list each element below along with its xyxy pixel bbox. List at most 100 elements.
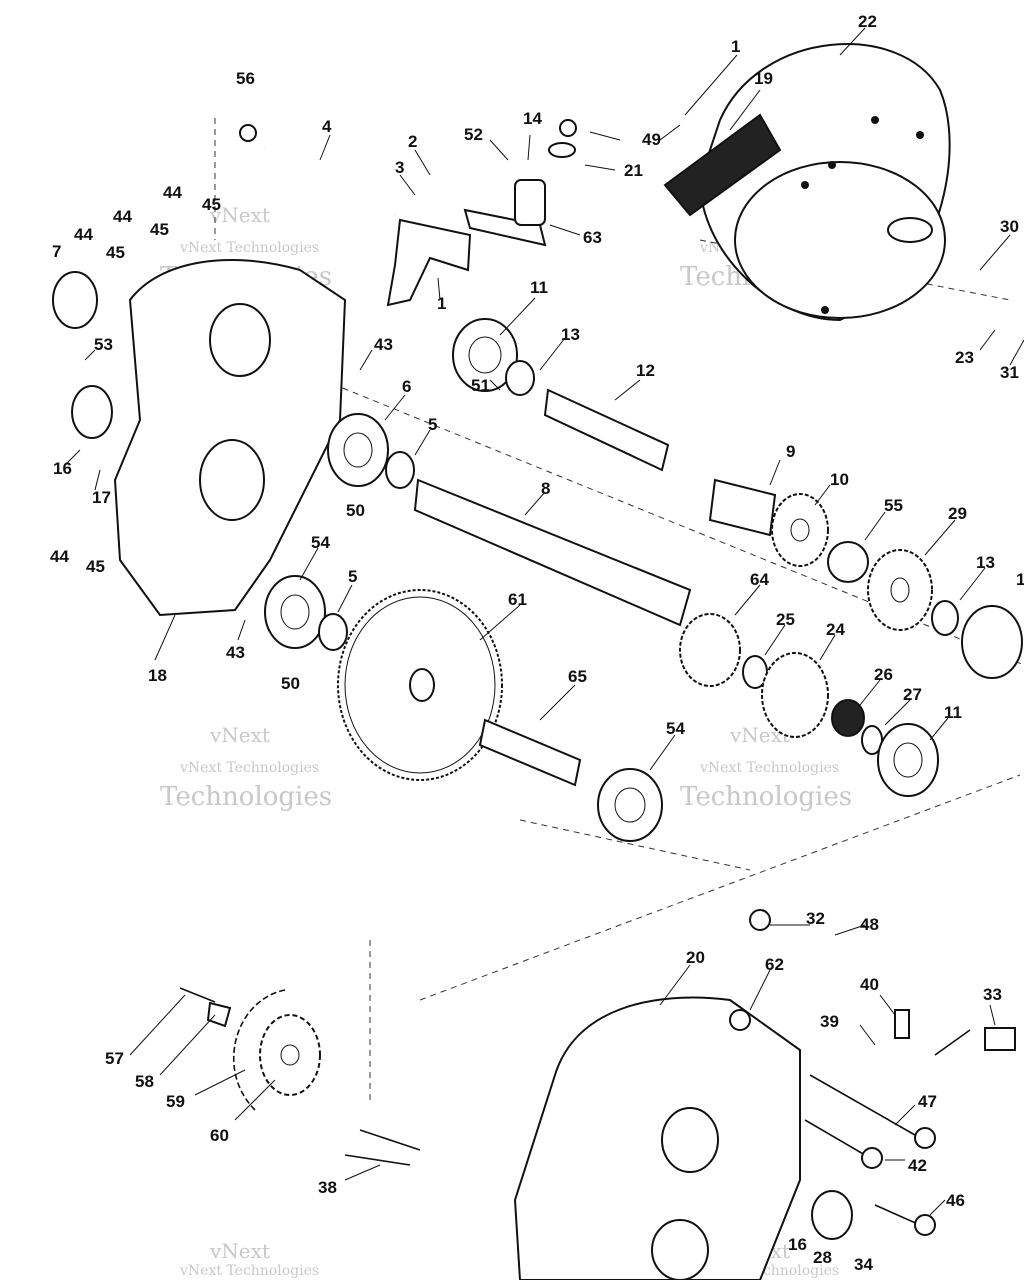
callout-label: 3 (395, 158, 404, 177)
callout-label: 51 (471, 376, 490, 395)
callout-label: 27 (903, 685, 922, 704)
callout-labels: 1 2 3 4 56 52 14 21 49 19 22 63 1 30 23 … (50, 12, 1024, 1274)
callout-label: 60 (210, 1126, 229, 1145)
callout-label: 46 (946, 1191, 965, 1210)
callout-label: 22 (858, 12, 877, 31)
gear-10 (771, 493, 829, 567)
shaft-65 (478, 718, 582, 787)
callout-label: 13 (561, 325, 580, 344)
callout-label: 65 (568, 667, 587, 686)
watermark-mid-left: vNext vNext Technologies Technologies (160, 723, 332, 812)
callout-label: 26 (874, 665, 893, 684)
callout-label: 61 (508, 590, 527, 609)
watermark-mid-right: vNext vNext Technologies Technologies (680, 723, 852, 812)
callout-label: 53 (94, 335, 113, 354)
callout-label: 52 (464, 125, 483, 144)
callout-label: 55 (884, 496, 903, 515)
callout-label: 38 (318, 1178, 337, 1197)
callout-label: 16 (788, 1235, 807, 1254)
bearing-54-bottom (597, 768, 663, 842)
watermark-bottom-left: vNext vNext Technologies (179, 1239, 319, 1279)
watermark-name: Technologies (160, 782, 332, 812)
left-housing (52, 259, 347, 617)
bushing-9 (708, 478, 777, 537)
callout-label: 47 (918, 1092, 937, 1111)
bearing-54-left (264, 575, 348, 651)
watermark-brand: vNext (209, 723, 270, 747)
callout-label: 45 (150, 220, 169, 239)
leader-lines (64, 27, 1024, 1216)
gear-64 (679, 613, 741, 687)
seal-28 (811, 1190, 853, 1240)
drive-belt (663, 113, 782, 217)
callout-label: 56 (236, 69, 255, 88)
callout-label: 12 (636, 361, 655, 380)
watermark-brand: vNext (209, 1239, 270, 1263)
callout-label: 48 (860, 915, 879, 934)
watermark-full: vNext Technologies (179, 1263, 319, 1279)
callout-label: 18 (148, 666, 167, 685)
callout-label: 19 (754, 69, 773, 88)
callout-label: 50 (281, 674, 300, 693)
right-housing (513, 909, 801, 1280)
callout-label: 4 (322, 117, 332, 136)
bearing-11-bottom (877, 723, 939, 797)
callout-label: 57 (105, 1049, 124, 1068)
callout-label: 1 (437, 294, 446, 313)
callout-label: 44 (74, 225, 93, 244)
callout-label: 63 (583, 228, 602, 247)
callout-label: 14 (523, 109, 542, 128)
gear-29 (867, 549, 933, 631)
callout-label: 17 (92, 488, 111, 507)
main-shaft-8 (413, 478, 692, 627)
callout-label: 45 (106, 243, 125, 262)
callout-label: 9 (786, 442, 795, 461)
bearing-right-edge (961, 605, 1023, 679)
callout-label: 33 (983, 985, 1002, 1004)
callout-label: 39 (820, 1012, 839, 1031)
callout-label: 54 (311, 533, 330, 552)
needle-bearing-26 (831, 699, 865, 737)
fitting-40-33 (894, 1009, 1016, 1056)
callout-label: 43 (226, 643, 245, 662)
watermark-brand: vNext (209, 203, 270, 227)
callout-label: 40 (860, 975, 879, 994)
washer-13-right (931, 600, 959, 636)
callout-label: 16 (53, 459, 72, 478)
callout-label: 5 (348, 567, 357, 586)
callout-label: 58 (135, 1072, 154, 1091)
callout-label: 44 (163, 183, 182, 202)
callout-label: 11 (530, 278, 548, 297)
callout-label: 23 (955, 348, 974, 367)
callout-label: 45 (86, 557, 105, 576)
callout-label: 21 (624, 161, 643, 180)
shaft-12 (543, 388, 670, 472)
callout-label: 64 (750, 570, 769, 589)
callout-label: 30 (1000, 217, 1019, 236)
bearing-6 (327, 413, 415, 489)
callout-label: 49 (642, 130, 661, 149)
bushing-55 (827, 541, 869, 583)
callout-label: 6 (402, 377, 411, 396)
callout-label: 11 (944, 703, 962, 722)
chain-links-38 (344, 1129, 421, 1166)
callout-label: 20 (686, 948, 705, 967)
watermark-name: Technologies (680, 782, 852, 812)
callout-label: 50 (346, 501, 365, 520)
shift-fork (386, 218, 472, 307)
callout-label: 1 (731, 37, 740, 56)
callout-label: 2 (408, 132, 417, 151)
callout-label: 59 (166, 1092, 185, 1111)
callout-label: 5 (428, 415, 437, 434)
chain-sprocket (179, 987, 321, 1111)
callout-label: 25 (776, 610, 795, 629)
callout-label: 62 (765, 955, 784, 974)
watermark-full: vNext Technologies (699, 760, 839, 776)
washer-13-top (505, 360, 535, 396)
bolts-47-42-46 (804, 1074, 936, 1236)
callout-label: 34 (854, 1255, 873, 1274)
bearing-11-top (452, 318, 518, 392)
callout-label: 8 (541, 479, 550, 498)
gear-24 (761, 652, 829, 738)
